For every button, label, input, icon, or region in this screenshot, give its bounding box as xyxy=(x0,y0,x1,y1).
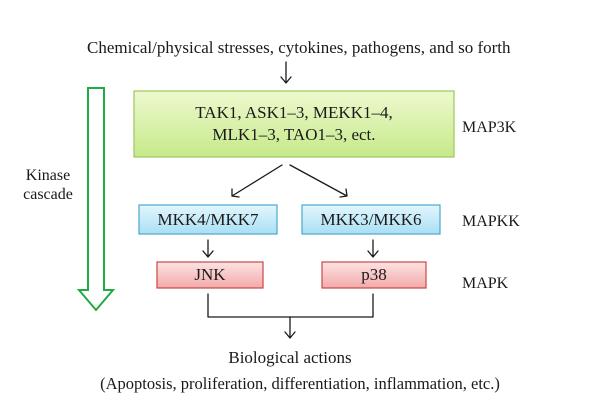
level-label-mapk: MAPK xyxy=(462,275,509,292)
mapk-left-box-shape xyxy=(156,261,264,289)
biological-actions-title: Biological actions xyxy=(228,348,352,367)
stress-stimuli-text: Chemical/physical stresses, cytokines, p… xyxy=(87,38,511,57)
level-label-mapkk: MAPKK xyxy=(462,213,520,230)
arrow-map3k-to-mkk3 xyxy=(289,164,348,198)
arrow-map3k-to-mkk4 xyxy=(231,164,283,198)
mapk-left-label: JNK xyxy=(194,265,226,284)
mapk-right-box-shape xyxy=(321,261,427,289)
level-label-map3k: MAP3K xyxy=(462,119,517,136)
mapk-left-box: JNK xyxy=(157,262,263,288)
arrow-to-biological-actions xyxy=(284,316,296,339)
map3k-box: TAK1, ASK1–3, MEKK1–4, MLK1–3, TAO1–3, e… xyxy=(134,91,454,157)
mapkk-left-label: MKK4/MKK7 xyxy=(157,209,259,229)
kinase-cascade-line2: cascade xyxy=(23,186,73,203)
merge-connector xyxy=(207,293,374,318)
map3k-box-line2: MLK1–3, TAO1–3, ect. xyxy=(212,125,376,144)
arrow-mkk3-to-p38 xyxy=(367,239,379,258)
mapkk-left-box-shape xyxy=(138,204,278,235)
mapkk-right-box-shape xyxy=(301,204,441,235)
mapk-right-label: p38 xyxy=(361,265,387,284)
mapk-right-box: p38 xyxy=(322,262,426,288)
kinase-cascade-line1: Kinase xyxy=(25,167,71,184)
map3k-box-shape xyxy=(133,90,455,158)
biological-actions-detail: (Apoptosis, proliferation, differentiati… xyxy=(100,374,500,393)
kinase-cascade-arrow xyxy=(76,87,116,312)
mapkk-left-box: MKK4/MKK7 xyxy=(139,205,277,234)
kinase-cascade-label: Kinase cascade xyxy=(16,166,80,204)
map3k-box-line1: TAK1, ASK1–3, MEKK1–4, xyxy=(195,103,393,122)
arrow-stress-to-map3k xyxy=(280,61,292,84)
arrow-mkk4-to-jnk xyxy=(202,239,214,258)
mapkk-right-box: MKK3/MKK6 xyxy=(302,205,440,234)
mapkk-right-label: MKK3/MKK6 xyxy=(320,209,422,229)
